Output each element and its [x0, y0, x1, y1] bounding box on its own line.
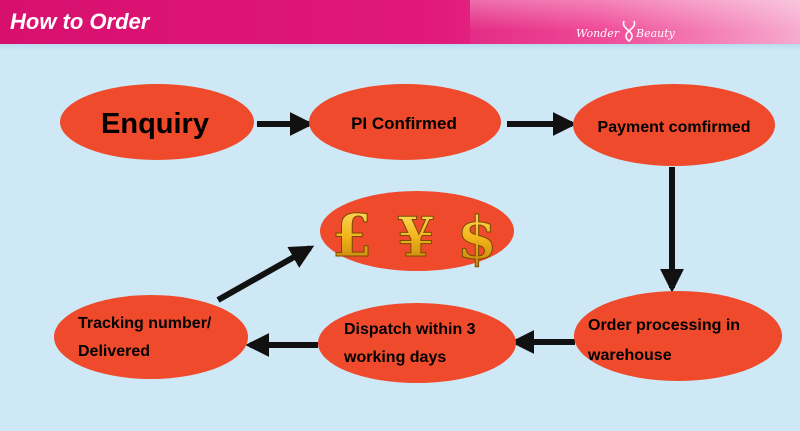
payment-money-shape — [320, 191, 514, 271]
step-payment-confirmed-shape — [573, 84, 775, 166]
step-dispatch-label-line2: working days — [343, 349, 446, 366]
step-tracking-label-line1: Tracking number/ — [78, 315, 212, 332]
step-payment-confirmed-label: Payment comfirmed — [598, 119, 751, 136]
payment-money-group: £ ¥ $ — [320, 191, 514, 273]
step-pi-confirmed-label: PI Confirmed — [351, 114, 457, 133]
arrow-tracking-to-payment-money — [216, 245, 315, 303]
step-pi-confirmed-shape — [309, 84, 501, 160]
step-tracking-label-line2: Delivered — [78, 343, 150, 360]
header-bar: How to Order Wonder Beauty — [0, 0, 800, 45]
pound-symbol-icon: £ — [332, 202, 372, 270]
step-order-processing-label-line2: warehouse — [587, 347, 672, 364]
step-order-processing-label-line1: Order processing in — [588, 317, 740, 334]
yen-symbol-icon: ¥ — [397, 205, 435, 269]
dollar-symbol-icon: $ — [457, 204, 497, 272]
step-enquiry-label: Enquiry — [101, 108, 209, 140]
step-tracking-delivered-shape — [54, 295, 248, 379]
step-dispatch-label-line1: Dispatch within 3 — [344, 321, 476, 338]
page-title: How to Order — [10, 9, 150, 34]
step-enquiry: Enquiry — [60, 84, 254, 160]
step-dispatch: Dispatch within 3 working days — [318, 303, 516, 383]
step-pi-confirmed: PI Confirmed — [309, 84, 501, 160]
step-order-processing: Order processing in warehouse — [574, 291, 782, 381]
step-enquiry-shape — [60, 84, 254, 160]
step-tracking-delivered: Tracking number/ Delivered — [54, 295, 248, 379]
brand-logo: Wonder Beauty — [568, 20, 688, 46]
step-order-processing-shape — [574, 291, 782, 381]
header-divider — [0, 44, 800, 50]
step-dispatch-shape — [318, 303, 516, 383]
logo-word-wonder: Wonder — [576, 27, 620, 40]
step-payment-confirmed: Payment comfirmed — [573, 84, 775, 166]
logo-word-beauty: Beauty — [636, 27, 675, 40]
logo-figure-icon — [622, 20, 636, 42]
